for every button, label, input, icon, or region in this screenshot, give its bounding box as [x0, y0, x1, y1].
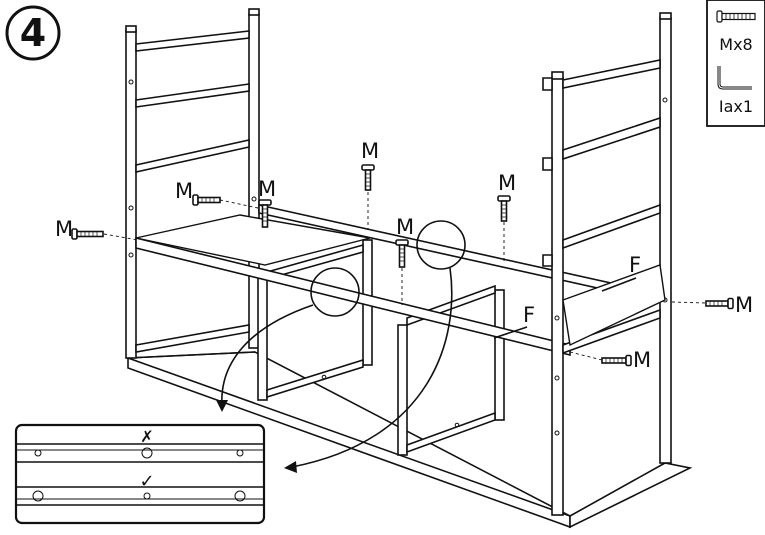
svg-text:F: F: [629, 253, 641, 277]
rail-wrong-orientation: [16, 443, 264, 463]
allen-key-icon: [717, 66, 752, 90]
screw-right-upper: M: [671, 293, 753, 317]
rail-label-top: F: [601, 253, 641, 292]
screw-center: M: [395, 215, 414, 305]
rail-label-front: F: [493, 303, 535, 339]
svg-text:M: M: [361, 139, 379, 163]
svg-text:M: M: [175, 179, 193, 203]
screw-quantity: Mx8: [719, 35, 752, 54]
right-shelf: [562, 264, 666, 347]
base-panel: [127, 351, 693, 529]
step-number: 4: [20, 11, 46, 55]
svg-text:M: M: [498, 171, 516, 195]
screw-top-center: M: [361, 139, 379, 230]
detail-box: ✗ ✓: [14, 423, 266, 525]
callout-circle-top: [284, 220, 466, 473]
screw-left-outer: M: [55, 217, 139, 241]
parts-box: Mx8 Iax1: [706, 0, 765, 127]
rail-front: [135, 236, 571, 357]
check-mark-icon: ✓: [139, 471, 154, 492]
callout-circle-front: [216, 267, 360, 412]
screw-right-lower: M: [569, 348, 651, 372]
screw-left-vertical: M: [258, 177, 276, 228]
svg-text:M: M: [258, 177, 276, 201]
right-side-frame: [542, 12, 672, 516]
rail-correct-orientation: [16, 486, 264, 506]
svg-text:M: M: [633, 348, 651, 372]
svg-text:M: M: [735, 293, 753, 317]
screw-left-inner: M: [175, 179, 259, 209]
allen-key-quantity: Iax1: [719, 97, 753, 116]
svg-text:M: M: [55, 217, 73, 241]
left-side-frame: [125, 8, 260, 359]
screw-icon: [716, 10, 756, 23]
svg-text:F: F: [523, 303, 535, 327]
svg-text:M: M: [396, 215, 414, 239]
screw-top-right: M: [497, 171, 516, 262]
wrong-mark-icon: ✗: [140, 427, 153, 446]
step-badge: 4: [5, 5, 61, 61]
